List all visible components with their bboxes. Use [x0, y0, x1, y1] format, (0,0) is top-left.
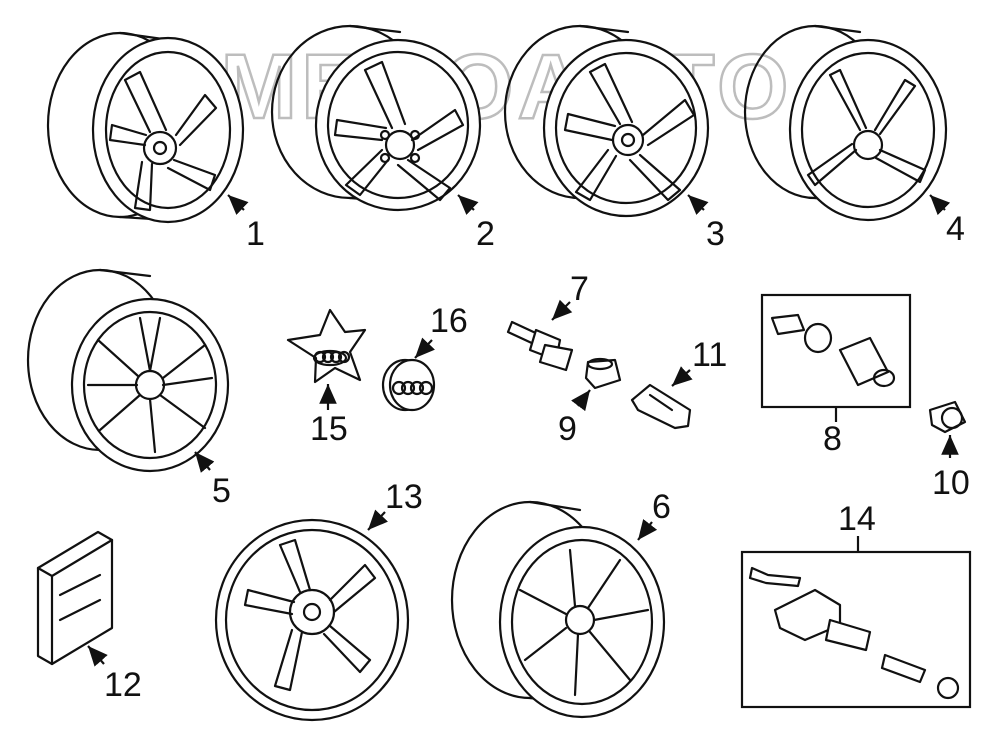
callout-labels: 1 2 3 4 5 6 7 8 9 10 11 12 13 14 15 16 [104, 210, 970, 704]
callout-9: 9 [558, 410, 577, 448]
wheel-bolt-part-7 [506, 320, 574, 372]
callout-3: 3 [706, 215, 725, 253]
callout-5: 5 [212, 472, 231, 510]
callout-4: 4 [946, 210, 965, 248]
lock-kit-part-8 [760, 293, 912, 409]
center-cap-part-15 [286, 308, 367, 384]
wheel-part-1 [46, 31, 245, 224]
callout-13: 13 [385, 478, 423, 516]
callout-6: 6 [652, 488, 671, 526]
tpms-kit-part-14 [740, 550, 972, 709]
wheel-part-4 [743, 24, 948, 222]
wheel-part-3 [503, 24, 710, 218]
clip-part-11 [630, 383, 692, 430]
callout-1: 1 [246, 215, 265, 253]
callout-7: 7 [570, 270, 589, 308]
spare-wheel-part-13 [214, 518, 410, 722]
wheel-part-5 [26, 268, 230, 473]
package-part-12 [36, 530, 114, 666]
wheel-part-2 [270, 24, 482, 212]
callout-2: 2 [476, 215, 495, 253]
callout-10: 10 [932, 464, 970, 502]
lock-nut-part-10 [928, 400, 967, 434]
leader-lines [87, 194, 959, 667]
callout-12: 12 [104, 666, 142, 704]
center-cap-part-16 [381, 358, 436, 412]
callout-16: 16 [430, 302, 468, 340]
callout-8: 8 [823, 420, 842, 458]
wheel-part-6 [450, 500, 666, 719]
callout-14: 14 [838, 500, 876, 538]
lug-nut-part-9 [584, 357, 622, 390]
callout-15: 15 [310, 410, 348, 448]
callout-11: 11 [692, 336, 727, 374]
